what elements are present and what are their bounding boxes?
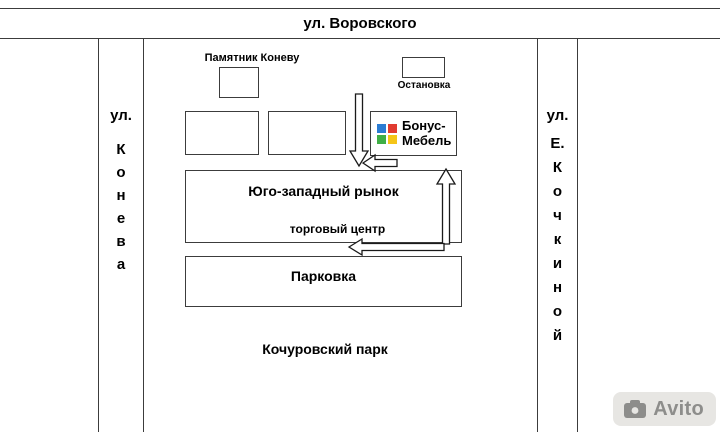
store-name: Бонус- Мебель: [402, 117, 452, 149]
building-box-2: [268, 111, 346, 155]
avito-watermark: Avito: [613, 392, 716, 426]
logo-square-green: [377, 134, 386, 144]
store-bonus-mebel: Бонус- Мебель: [370, 111, 457, 156]
bus-stop-label: Остановка: [397, 80, 451, 91]
mall-label: торговый центр: [289, 222, 386, 236]
monument-label: Памятник Коневу: [204, 52, 300, 64]
market-label: Юго-западный рынок: [248, 183, 399, 199]
arrow-down-icon: [348, 93, 370, 168]
street-kochkinoy-prefix: ул.: [546, 107, 569, 124]
camera-icon: [624, 400, 647, 418]
street-koneva-letters: К о н е в а: [116, 141, 126, 273]
street-kochkinoy-letters: Е. К о ч к и н о й: [550, 135, 565, 344]
street-kochkinoy: ул. Е. К о ч к и н о й: [537, 39, 578, 432]
monument-building: [219, 67, 259, 98]
store-name-line2: Мебель: [402, 132, 452, 148]
bus-stop-building: [402, 57, 445, 78]
parking-building: Парковка: [185, 256, 462, 307]
arrow-left-short-icon: [361, 153, 398, 173]
street-koneva-prefix: ул.: [110, 107, 132, 124]
building-box-1: [185, 111, 259, 155]
street-koneva: ул. К о н е в а: [98, 39, 144, 432]
park-label: Кочуровский парк: [262, 341, 388, 357]
parking-label: Парковка: [290, 268, 357, 284]
market-building: Юго-западный рынок торговый центр: [185, 170, 462, 243]
watermark-text: Avito: [653, 397, 704, 420]
store-name-line1: Бонус-: [402, 117, 446, 133]
logo-square-red: [388, 123, 397, 133]
logo-square-blue: [377, 123, 386, 133]
street-vorovskogo: ул. Воровского: [0, 8, 720, 39]
store-logo-icon: [377, 123, 397, 144]
logo-square-yellow: [388, 134, 397, 144]
street-vorovskogo-label: ул. Воровского: [303, 15, 417, 32]
